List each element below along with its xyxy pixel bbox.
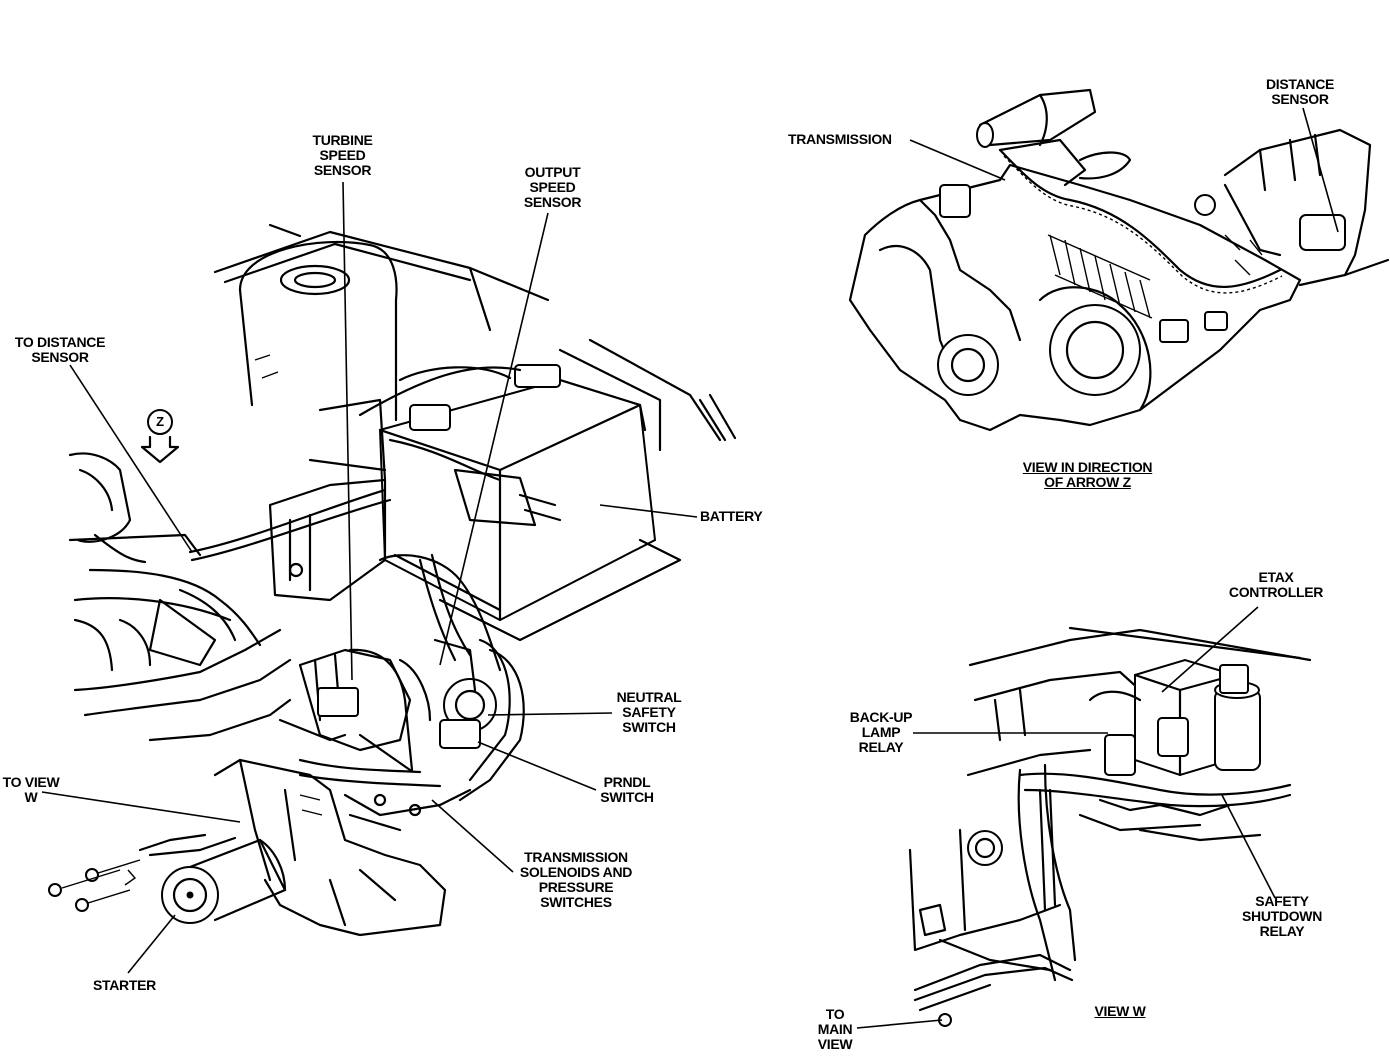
view-w-leaders bbox=[856, 606, 1276, 1029]
view-z-drawing bbox=[848, 88, 1390, 432]
main-view-drawing bbox=[48, 223, 737, 937]
view-w-drawing bbox=[908, 626, 1312, 1027]
label-transmission: TRANSMISSION bbox=[788, 131, 892, 147]
label-distance-sensor: DISTANCE SENSOR bbox=[1265, 76, 1335, 107]
main-view-leaders bbox=[41, 181, 698, 974]
label-etax-controller: ETAX CONTROLLER bbox=[1228, 569, 1324, 600]
label-starter: STARTER bbox=[93, 977, 156, 993]
label-back-up-lamp-relay: BACK-UP LAMP RELAY bbox=[849, 709, 913, 755]
view-z-leaders bbox=[909, 107, 1339, 233]
label-output-speed-sensor: OUTPUT SPEED SENSOR bbox=[523, 164, 582, 210]
caption-view-z: VIEW IN DIRECTION OF ARROW Z bbox=[1022, 459, 1153, 490]
label-prndl-switch: PRNDL SWITCH bbox=[600, 774, 654, 805]
label-safety-shutdown-relay: SAFETY SHUTDOWN RELAY bbox=[1241, 893, 1323, 939]
label-turbine-speed-sensor: TURBINE SPEED SENSOR bbox=[312, 132, 373, 178]
label-neutral-safety-switch: NEUTRAL SAFETY SWITCH bbox=[616, 689, 682, 735]
caption-view-w: VIEW W bbox=[1094, 1003, 1146, 1019]
label-to-main-view: TO MAIN VIEW bbox=[817, 1006, 853, 1052]
label-to-view-w: TO VIEW W bbox=[2, 774, 60, 805]
label-battery: BATTERY bbox=[700, 508, 763, 524]
arrow-z-label: Z bbox=[156, 414, 164, 429]
label-to-distance-sensor: TO DISTANCE SENSOR bbox=[14, 334, 106, 365]
label-transmission-solenoids: TRANSMISSION SOLENOIDS AND PRESSURE SWIT… bbox=[519, 849, 633, 910]
